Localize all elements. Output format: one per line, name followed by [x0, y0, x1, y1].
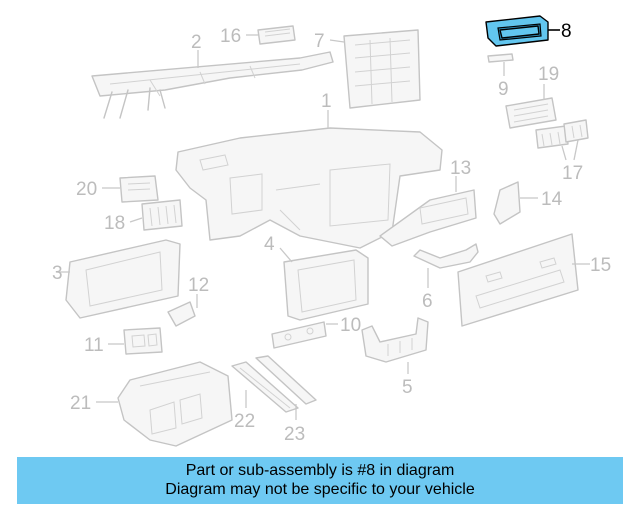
part-10-switch-plate: 10	[271, 315, 361, 349]
label-19: 19	[538, 64, 559, 85]
label-23: 23	[284, 424, 305, 445]
parts-diagram: 2 16 7 1 20 18 3	[52, 15, 611, 447]
label-14: 14	[541, 189, 563, 210]
label-22: 22	[234, 411, 255, 432]
label-18: 18	[104, 213, 125, 234]
part-23-trim: 23	[255, 355, 317, 445]
part-9-strip: 9	[487, 53, 514, 100]
part-15-panel: 15	[457, 233, 611, 327]
label-4: 4	[264, 234, 275, 255]
info-banner: Part or sub-assembly is #8 in diagram Di…	[17, 457, 623, 504]
part-11-switch: 11	[84, 327, 163, 356]
part-17-vents: 17	[535, 119, 589, 184]
part-6-bracket: 6	[413, 243, 479, 312]
label-21: 21	[70, 393, 91, 414]
label-11: 11	[84, 335, 104, 356]
label-13: 13	[450, 158, 471, 179]
label-6: 6	[422, 291, 433, 312]
label-9: 9	[498, 79, 509, 100]
part-3-door: 3	[52, 239, 181, 319]
part-20-vent: 20	[76, 175, 159, 203]
part-16-vent: 16	[220, 25, 296, 47]
part-14-end-cap: 14	[493, 181, 563, 225]
part-12-bracket: 12	[167, 275, 209, 327]
label-3: 3	[52, 263, 63, 284]
banner-line-1: Part or sub-assembly is #8 in diagram	[185, 462, 455, 479]
label-10: 10	[340, 315, 361, 336]
part-19-vent: 19	[505, 64, 559, 129]
label-17: 17	[562, 163, 583, 184]
part-22-trim: 22	[231, 361, 299, 432]
part-18-vent: 18	[104, 199, 183, 234]
label-12: 12	[188, 275, 209, 296]
part-2-beam: 2	[91, 32, 334, 119]
label-16: 16	[220, 26, 241, 47]
part-1-instrument-panel: 1	[175, 91, 443, 249]
part-5-bracket: 5	[361, 317, 429, 398]
label-15: 15	[590, 255, 611, 276]
part-13-trim-panel: 13	[379, 158, 477, 247]
part-8-highlighted-pocket[interactable]: 8	[485, 15, 572, 47]
label-8: 8	[561, 21, 572, 42]
part-7-relay-panel: 7	[314, 29, 421, 109]
label-5: 5	[402, 377, 413, 398]
label-20: 20	[76, 179, 97, 200]
label-2: 2	[191, 32, 202, 53]
part-21-console: 21	[70, 361, 233, 447]
banner-line-2: Diagram may not be specific to your vehi…	[165, 481, 475, 498]
label-7: 7	[314, 31, 325, 52]
label-1: 1	[321, 91, 332, 112]
part-4-bin: 4	[264, 234, 369, 321]
